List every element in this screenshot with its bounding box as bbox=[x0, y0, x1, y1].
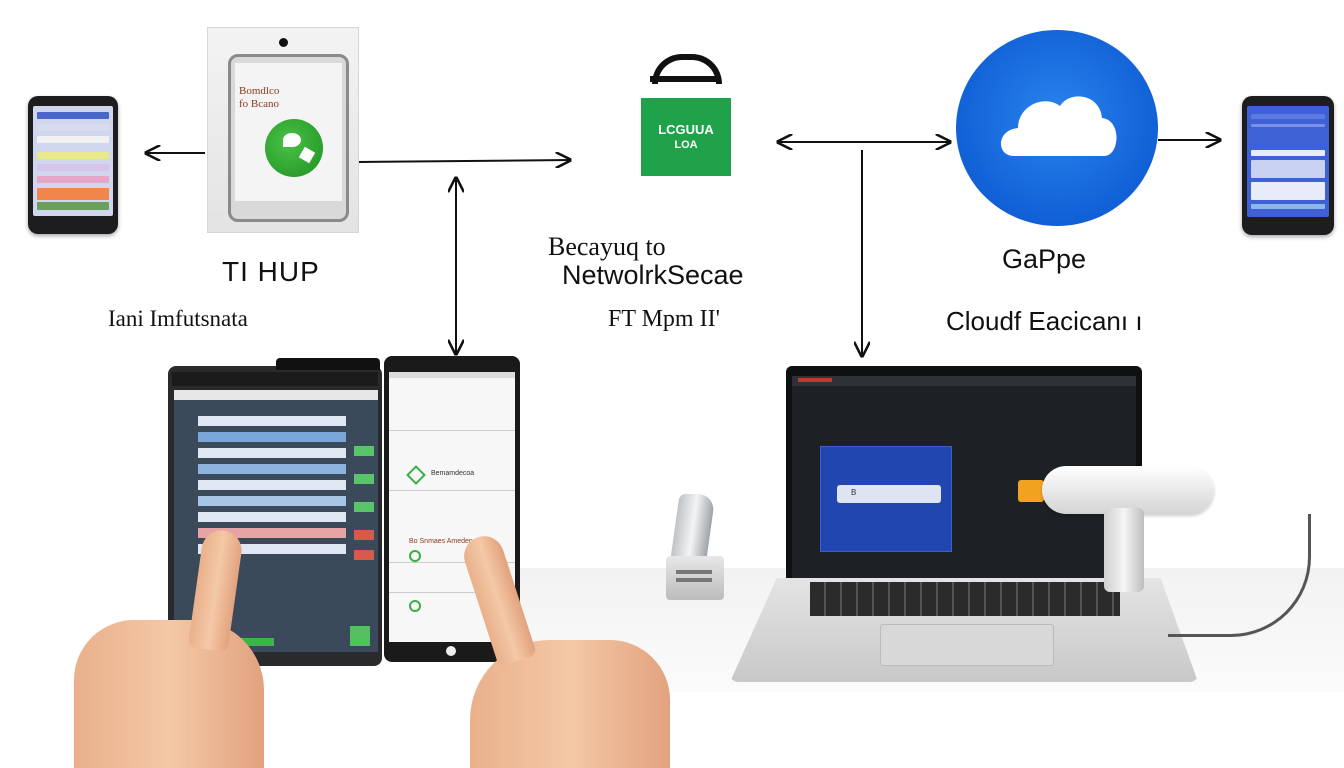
laptop-dialog-input[interactable]: B bbox=[837, 485, 941, 503]
tablet-device: Bomdlco fo Bcano bbox=[228, 54, 349, 222]
right-phone-screen bbox=[1247, 106, 1329, 217]
bottom-tablet-screen bbox=[174, 390, 378, 652]
laptop-trackpad bbox=[880, 624, 1054, 666]
left-phone bbox=[28, 96, 118, 234]
list-item-icon bbox=[409, 550, 421, 562]
bottom-phone-item-2: Bo Snmaes Amedenacan bbox=[409, 538, 488, 545]
lock-icon: LCGUUA LOA bbox=[640, 50, 732, 180]
bottom-tablet bbox=[168, 358, 382, 666]
scanner-device bbox=[1018, 462, 1311, 642]
bottom-phone-item-1: Bemamdecoa bbox=[431, 470, 475, 477]
cloud-icon bbox=[956, 30, 1158, 226]
lock-body: LCGUUA LOA bbox=[641, 98, 731, 176]
left-phone-screen bbox=[33, 106, 113, 216]
laptop-dialog-label: B bbox=[851, 488, 857, 497]
lock-badge-line1: LCGUUA bbox=[658, 122, 714, 137]
left-small-caption: TI HUP bbox=[222, 256, 320, 287]
right-sub-caption: Cloudf Eacicanı ı bbox=[946, 306, 1143, 336]
laptop-keyboard bbox=[810, 582, 1120, 616]
cloud-label: GaPpe bbox=[1002, 244, 1087, 274]
laptop-dialog: B bbox=[820, 446, 952, 552]
center-sub-caption: FT Mpm II' bbox=[608, 306, 720, 332]
tablet-screen: Bomdlco fo Bcano bbox=[235, 63, 342, 201]
list-item-icon bbox=[406, 465, 426, 485]
left-main-caption: Iani Imfutsnata bbox=[108, 306, 248, 331]
tablet-green-circle-icon bbox=[265, 119, 323, 177]
router-device bbox=[666, 494, 726, 604]
tablet-heading: Bomdlco fo Bcano bbox=[239, 85, 280, 110]
center-caption-line2: NetwolrkSecae bbox=[562, 260, 744, 290]
bottom-tablet-toolbar bbox=[172, 372, 378, 386]
tablet-card: Bomdlco fo Bcano bbox=[207, 27, 359, 233]
cloud-shape bbox=[1000, 96, 1117, 156]
center-caption-line1: Becayuq to bbox=[548, 232, 666, 261]
list-item-icon bbox=[409, 600, 421, 612]
left-hand bbox=[74, 620, 264, 768]
arrow-tablet-to-lock bbox=[357, 160, 570, 162]
tablet-camera-dot bbox=[279, 38, 288, 47]
laptop-screen-frame: B bbox=[786, 366, 1142, 586]
laptop-base bbox=[730, 578, 1198, 682]
laptop-screen: B bbox=[792, 376, 1136, 580]
laptop: B bbox=[730, 366, 1200, 688]
lock-badge-line2: LOA bbox=[674, 139, 698, 151]
right-phone bbox=[1242, 96, 1334, 235]
